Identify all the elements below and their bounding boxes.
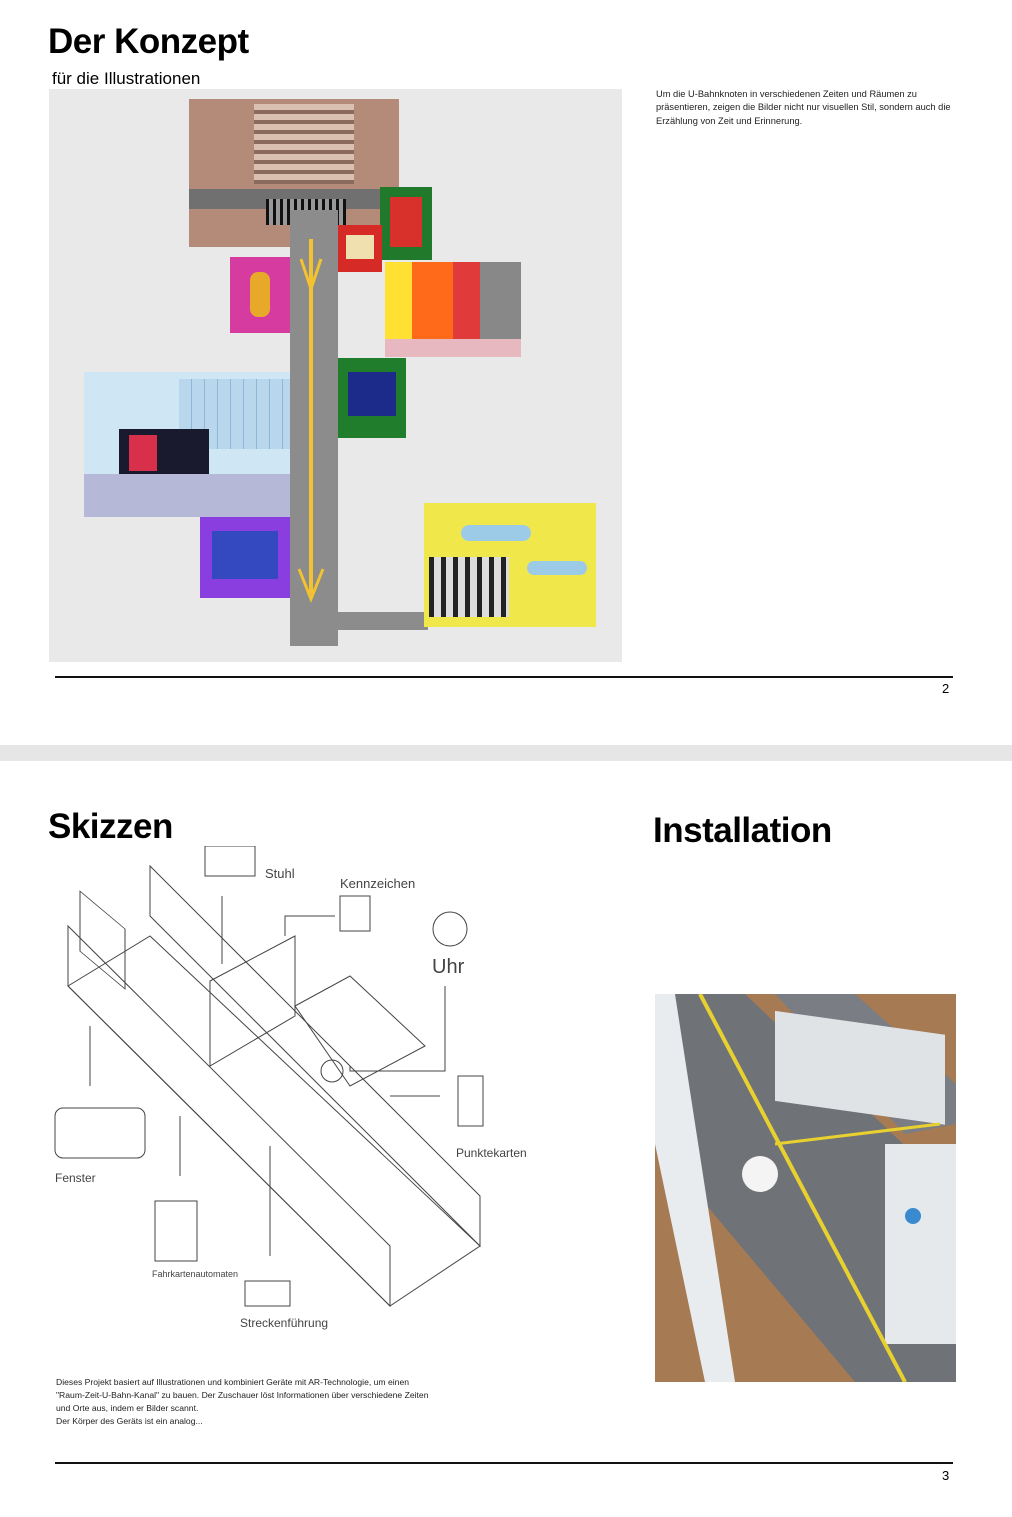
cloud [527,561,587,575]
label-uhr: Uhr [432,956,465,978]
metro-branch [338,612,428,630]
page-rule [55,1462,953,1464]
station-floor [84,474,290,517]
tower-buildings [429,557,509,617]
houses-bottom [385,339,521,357]
phone-illustration [380,187,432,260]
label-stuhl: Stuhl [265,866,295,881]
page-rule [55,676,953,678]
tv-illustration [338,225,382,272]
building-windows [254,104,354,184]
project-description: Dieses Projekt basiert auf Illustratione… [56,1376,476,1428]
page-2: Der Konzept für die Illustrationen Um di… [0,0,1012,745]
label-punktekarten: Punktekarten [456,1146,527,1160]
label-fahrkartenautomaten: Fahrkartenautomaten [152,1269,239,1279]
concept-description: Um die U-Bahnknoten in verschiedenen Zei… [656,89,951,126]
page-subtitle: für die Illustrationen [52,69,201,88]
installation-photo [655,994,956,1382]
sketch-drawing [54,846,484,1308]
label-kennzeichen: Kennzeichen [340,876,416,891]
body-line: "Raum-Zeit-U-Bahn-Kanal" zu bauen. Der Z… [56,1390,429,1400]
lantern-illustration [230,257,290,333]
installation-title: Installation [653,811,832,850]
body-line: Der Körper des Geräts ist ein analog... [56,1416,203,1426]
page-number: 3 [942,1468,950,1483]
station-wall [119,429,209,477]
illustration-concept-image [49,89,622,662]
page-3: Skizzen Installation Stuhl Kennzeichen U… [0,761,1012,1517]
label-fenster: Fenster [55,1171,96,1185]
bag-illustration [200,517,290,598]
cloud [461,525,531,541]
yellow-arrow [297,239,325,604]
page-number: 2 [942,681,950,696]
page-title: Der Konzept [48,22,249,61]
body-line: Dieses Projekt basiert auf Illustratione… [56,1377,409,1387]
page-gap [0,745,1012,761]
sketch-title: Skizzen [48,807,173,846]
label-streckenfuehrung: Streckenführung [240,1316,329,1330]
computer-illustration [338,358,406,438]
body-line: und Orte aus, indem er Bilder scannt. [56,1403,199,1413]
